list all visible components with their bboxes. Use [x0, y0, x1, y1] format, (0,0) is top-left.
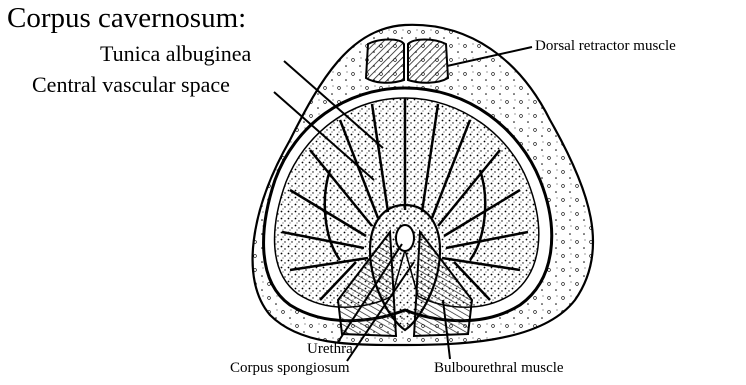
- label-urethra: Urethra: [307, 342, 353, 357]
- label-central-vascular-space: Central vascular space: [32, 74, 230, 96]
- label-bulbourethral-muscle: Bulbourethral muscle: [434, 361, 564, 376]
- label-tunica-albuginea: Tunica albuginea: [100, 43, 251, 65]
- dorsal-retractor-muscle: [366, 40, 448, 83]
- label-dorsal-retractor-muscle: Dorsal retractor muscle: [535, 39, 676, 54]
- diagram-title: Corpus cavernosum:: [7, 4, 246, 33]
- urethra: [396, 225, 414, 251]
- label-corpus-spongiosum: Corpus spongiosum: [230, 361, 350, 376]
